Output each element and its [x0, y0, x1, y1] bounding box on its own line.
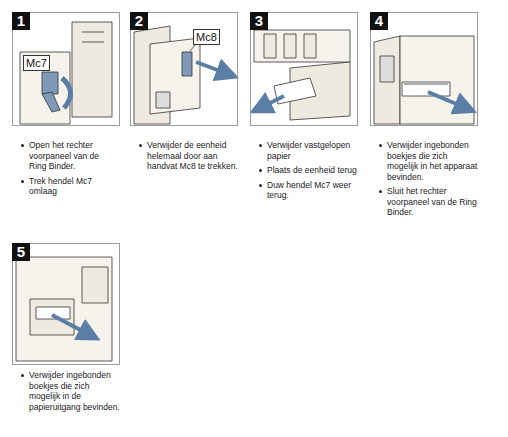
step-number: 1	[12, 12, 30, 30]
instruction-text: Plaats de eenheid terug	[267, 165, 357, 175]
part-callout: Mc7	[23, 55, 50, 71]
instruction-text: Verwijder ingebonden boekjes die zich mo…	[29, 370, 120, 412]
instruction-text: Verwijder de eenheid helemaal door aan h…	[138, 140, 238, 172]
instruction-text: Verwijder ingebonden boekjes die zich mo…	[378, 140, 478, 182]
step-panel: 5	[12, 243, 120, 365]
bullet	[139, 144, 142, 147]
step-panel: 3	[250, 12, 358, 126]
part-name: Mc8	[196, 30, 217, 44]
step-number: 5	[12, 243, 30, 261]
step-number: 3	[250, 12, 268, 30]
instruction-text: Trek hendel Mc7 omlaag	[20, 176, 116, 197]
instruction-text: Duw hendel Mc7 weer terug.	[267, 180, 351, 201]
bullet	[379, 190, 382, 193]
bullet	[379, 144, 382, 147]
bullet	[259, 184, 262, 187]
step-5-illustration	[16, 257, 112, 361]
part-callout: Mc8	[193, 29, 220, 45]
instruction-text: Verwijder de eenheid helemaal door aan h…	[147, 140, 238, 171]
instruction-text: Verwijder ingebonden boekjes die zich mo…	[20, 370, 120, 412]
bullet	[259, 144, 262, 147]
instruction-text: Plaats de eenheid terug	[258, 165, 358, 176]
instruction-text: Verwijder vastgelopen papier	[267, 140, 350, 161]
instruction-text: Verwijder ingebonden boekjes die zich mo…	[387, 140, 477, 182]
step-2-illustration	[134, 26, 228, 124]
instruction-text: Open het rechter voorpaneel van de Ring …	[29, 140, 99, 171]
step-4-illustration	[374, 36, 474, 124]
instruction-text: Open het rechter voorpaneel van de Ring …	[20, 140, 116, 172]
step-3-illustration	[254, 30, 350, 120]
step-1-illustration	[20, 22, 112, 124]
step-panel: 4	[370, 12, 478, 126]
instruction-text: Trek hendel Mc7 omlaag	[29, 176, 92, 197]
instruction-text: Sluit het rechter voorpaneel van de Ring…	[378, 186, 478, 218]
bullet	[259, 169, 262, 172]
bullet	[21, 144, 24, 147]
instruction-text: Verwijder vastgelopen papier	[258, 140, 358, 161]
step-number: 2	[130, 12, 148, 30]
bullet	[21, 180, 24, 183]
instruction-text: Sluit het rechter voorpaneel van de Ring…	[387, 186, 477, 217]
instruction-text: Duw hendel Mc7 weer terug.	[258, 180, 358, 201]
step-panel: 2Mc8	[130, 12, 238, 126]
bullet	[21, 374, 24, 377]
step-number: 4	[370, 12, 388, 30]
part-name: Mc7	[26, 56, 47, 70]
step-panel: 1Mc7	[12, 12, 120, 126]
